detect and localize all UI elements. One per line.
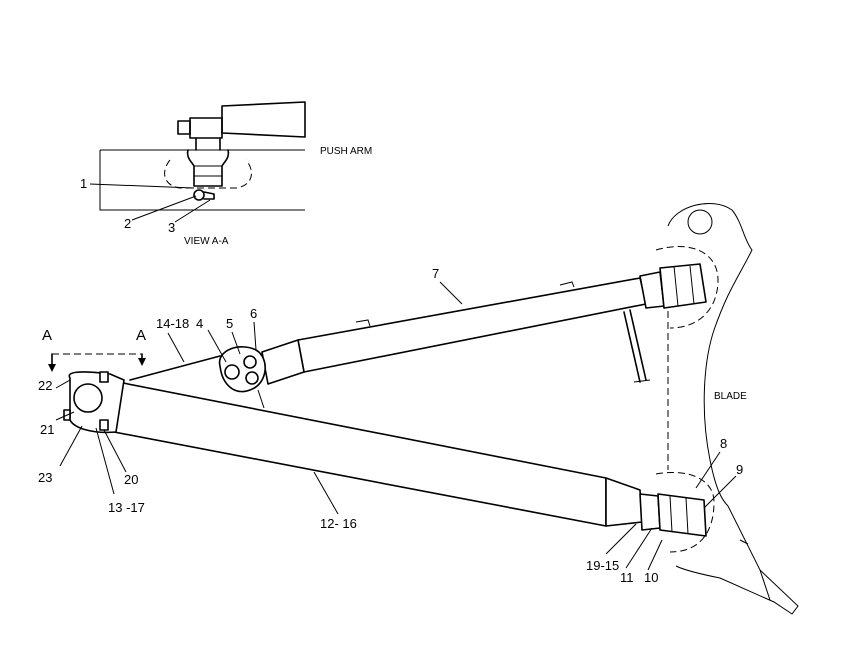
lower-arm-ball-housing: [657, 493, 707, 537]
section-marker-right: A: [136, 327, 146, 344]
view-aa-inset: 1 2 3 PUSH ARM VIEW A-A: [80, 101, 372, 247]
upper-arm-ball-housing: [659, 263, 707, 309]
callout-10: 10: [644, 570, 658, 585]
socket-outline: [164, 159, 252, 189]
arm-head-block: [189, 117, 223, 139]
blade-label: BLADE: [714, 391, 747, 402]
upper-arm-neck: [261, 339, 305, 385]
lower-push-arm: [113, 355, 715, 553]
trunnion-bolts: [99, 371, 109, 431]
callout-5: 5: [226, 316, 233, 331]
callout-22: 22: [38, 378, 52, 393]
blade-pivot-hole: [687, 209, 713, 235]
callout-11: 11: [620, 570, 634, 585]
callout-13-17: 13 -17: [108, 500, 145, 515]
lower-arm-collar: [639, 493, 661, 531]
leader-1: [89, 183, 195, 189]
arm-head-cap: [177, 120, 191, 135]
leader-2: [131, 195, 197, 221]
left-trunnion: A A: [42, 327, 146, 434]
callout-4: 4: [196, 316, 203, 331]
leader-3: [174, 199, 211, 223]
arm-body-upper: [221, 101, 306, 138]
upper-socket-outline: [655, 246, 719, 329]
trunnion-ball: [73, 383, 103, 413]
upper-arm-tube: [297, 277, 647, 373]
callout-12-16: 12- 16: [320, 516, 357, 531]
view-title: VIEW A-A: [184, 236, 229, 247]
callout-14-18: 14-18: [156, 316, 189, 331]
blade-profile: [667, 203, 799, 615]
upper-push-arm: [261, 246, 719, 385]
upper-arm-rod: [623, 309, 647, 383]
apex-brace: [129, 355, 221, 381]
bolt: [203, 191, 215, 200]
lower-arm-taper: [605, 477, 643, 527]
callout-1: 1: [80, 176, 87, 191]
callout-8: 8: [720, 436, 727, 451]
apex-bolt-b: [243, 355, 257, 369]
callout-21: 21: [40, 422, 54, 437]
callout-3: 3: [168, 220, 175, 235]
pin-neck: [195, 137, 221, 151]
push-arm-label: PUSH ARM: [320, 146, 372, 157]
apex-bolt-c: [245, 371, 259, 385]
callout-2: 2: [124, 216, 131, 231]
push-arm-plate: [99, 149, 305, 211]
blade-outline: BLADE: [667, 203, 799, 615]
arm-apex-joint: [218, 346, 266, 409]
callout-labels: 7 14-18 4 5 6 22 21 23 20 13 -17 12- 16 …: [38, 266, 743, 585]
callout-7: 7: [432, 266, 439, 281]
callout-20: 20: [124, 472, 138, 487]
section-marker-left: A: [42, 327, 52, 344]
callout-23: 23: [38, 470, 52, 485]
leader-lines: [55, 281, 737, 571]
apex-bolt-a: [224, 364, 240, 380]
callout-6: 6: [250, 306, 257, 321]
ball-joint-housing: [186, 149, 230, 187]
callout-19-15: 19-15: [586, 558, 619, 573]
lower-socket-outline: [655, 471, 715, 553]
callout-9: 9: [736, 462, 743, 477]
lower-arm-tube: [113, 381, 607, 527]
section-arrows: [48, 358, 146, 372]
nut: [193, 189, 205, 201]
